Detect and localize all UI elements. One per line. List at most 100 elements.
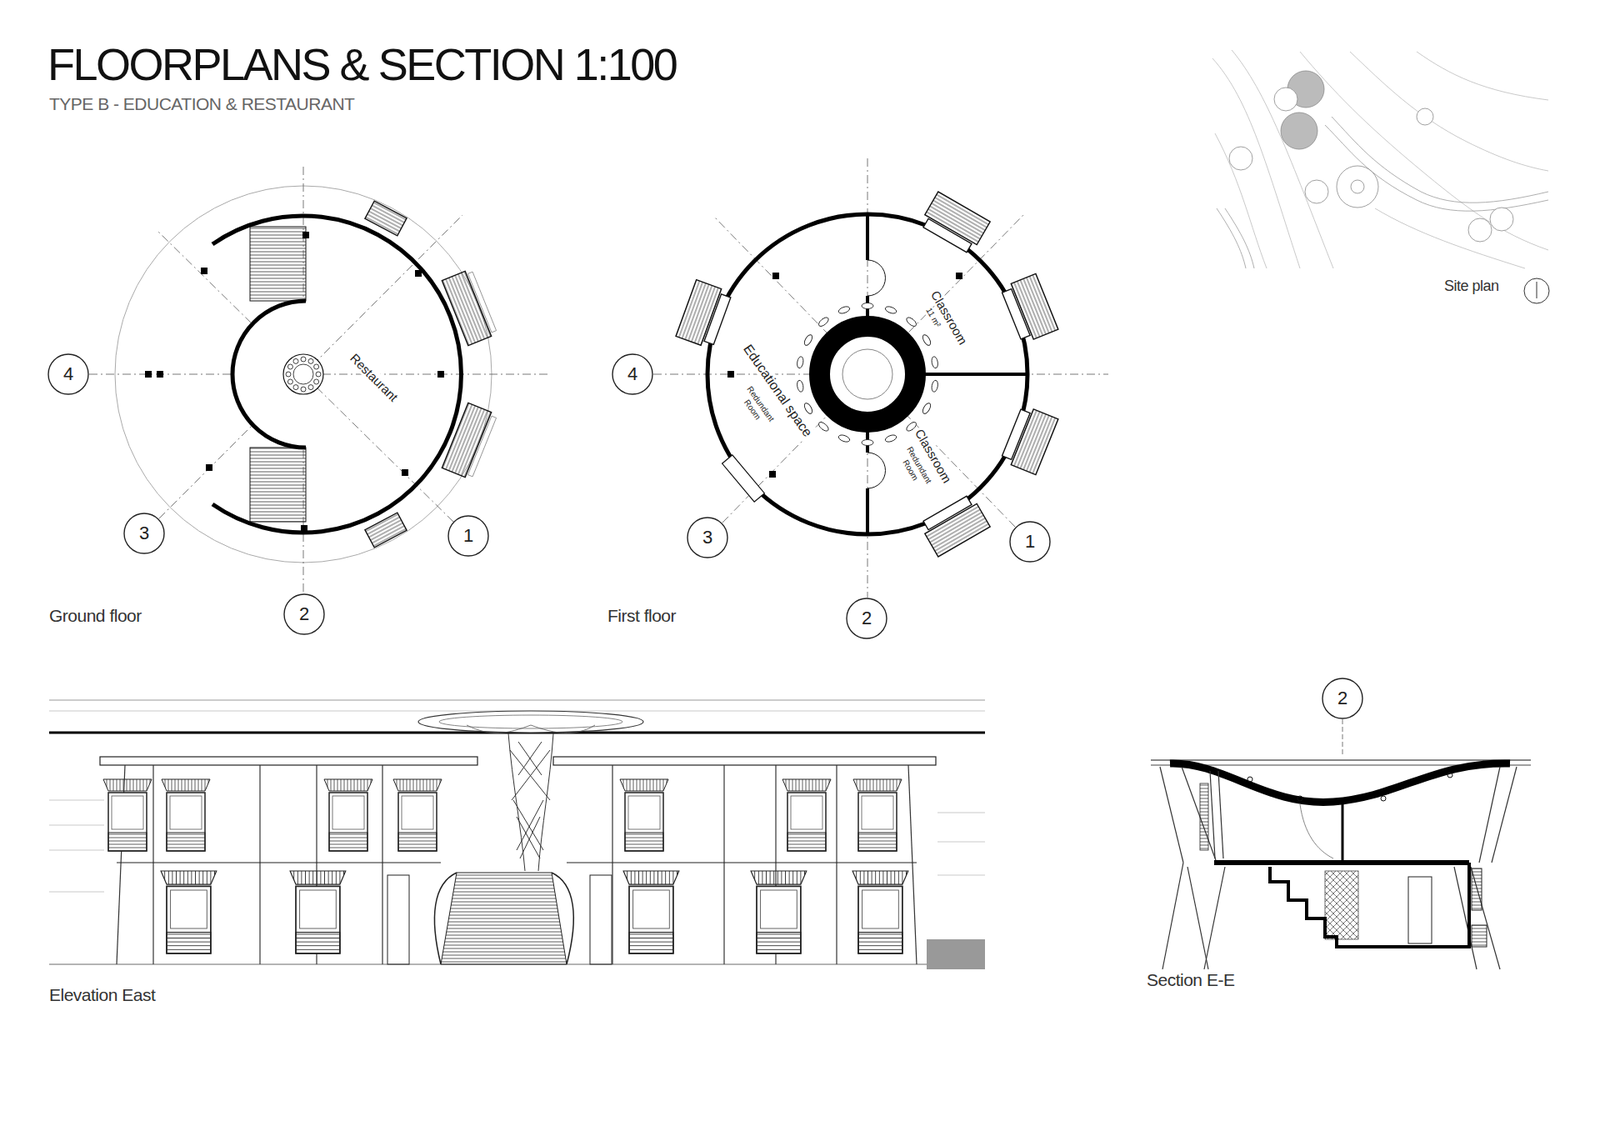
foliage-part (802, 401, 814, 415)
grid-number: 4 (611, 353, 654, 395)
east-elevation-part (439, 715, 623, 729)
drawing-caption: Elevation East (49, 985, 155, 1005)
east-elevation-part (103, 779, 152, 851)
section-legs-part (1491, 766, 1517, 863)
east-elevation-part (466, 725, 595, 733)
section-legs-part (1162, 862, 1184, 970)
foliage-part (796, 355, 805, 369)
column-part (200, 267, 208, 275)
ground-floor-plan-part (212, 215, 461, 533)
section-legs-part (1470, 866, 1500, 970)
column-part (401, 469, 409, 476)
column-part (415, 270, 422, 277)
ground-floor-plan-part (365, 200, 407, 236)
tree-column-part (287, 379, 293, 385)
first-floor-plan-part (707, 214, 1028, 535)
first-floor-plan-part (1000, 405, 1059, 475)
tree-column-part (314, 379, 320, 385)
north-arrow-part (1536, 281, 1538, 299)
east-elevation-part (290, 870, 346, 954)
north-arrow-part (1524, 278, 1550, 304)
grid-lines-part (713, 215, 1015, 527)
drawing-caption: First floor (607, 605, 676, 626)
tree-column-part (293, 358, 299, 364)
bubble-circle (1010, 521, 1050, 562)
first-floor-plan-part (842, 349, 893, 400)
site-plan-part (1212, 58, 1300, 269)
tree-trunk-part (510, 750, 550, 850)
facade-columns (116, 765, 917, 965)
grid-bubble: 3 (686, 516, 729, 559)
ground-floor-plan-part (365, 512, 407, 548)
section-e-e-part (1341, 801, 1345, 863)
east-elevation-part (782, 779, 831, 851)
east-elevation-part (566, 861, 917, 863)
column-part (437, 370, 445, 378)
foliage-part (920, 401, 932, 415)
section-legs-part (1218, 770, 1224, 859)
section-e-e-part (1170, 763, 1510, 803)
east-elevation-part (324, 779, 373, 851)
east-elevation-part (387, 875, 410, 965)
grid-bubble: 4 (611, 353, 654, 395)
east-elevation-part (116, 861, 441, 863)
section-e-e-part (1297, 795, 1303, 801)
facade-columns-part (723, 765, 725, 965)
foliage-part (930, 380, 939, 393)
ground-floor-plan-part (441, 268, 498, 345)
site-plan-part (1225, 208, 1255, 269)
bubble-circle (48, 354, 89, 395)
column-part (145, 370, 152, 378)
foliage-part (920, 333, 932, 347)
section-e-e-part (1200, 783, 1209, 850)
east-elevation-part (623, 870, 680, 954)
section-e-e-part (1471, 925, 1487, 947)
partition-wall-part (865, 214, 870, 260)
east-elevation-part (161, 779, 210, 851)
tree-column-part (300, 356, 306, 362)
site-plan-part (1490, 207, 1514, 231)
ground-floor-plan-part (250, 226, 306, 301)
grid-number: 1 (1009, 520, 1051, 563)
foliage-part (837, 433, 851, 443)
foliage-part (930, 355, 939, 369)
tree-column-part (308, 358, 314, 364)
partition-wall-part (925, 372, 1028, 376)
column-part (302, 231, 310, 239)
foliage (796, 303, 940, 446)
site-plan-part (1350, 51, 1549, 171)
tree-trunk-part (508, 733, 525, 871)
section-e-e-part (1325, 870, 1359, 940)
bubble-circle (448, 515, 489, 556)
foliage-part (802, 333, 814, 347)
foliage-part (884, 433, 898, 443)
tree-trunk (508, 733, 554, 871)
site-plan-part (1375, 208, 1525, 269)
bubble-circle (612, 354, 653, 395)
section-e-e-part (1408, 876, 1432, 944)
east-elevation-part (434, 872, 457, 965)
section-e-e (1150, 719, 1531, 970)
drawing-caption: Site plan (1444, 277, 1500, 295)
site-plan-part (1416, 108, 1434, 125)
east-elevation-part (590, 875, 612, 965)
partition-wall-part (865, 488, 870, 535)
column (145, 231, 445, 532)
east-elevation-part (553, 756, 936, 765)
section-legs-part (1204, 866, 1225, 970)
column-part (205, 464, 213, 471)
section-legs (1160, 766, 1517, 970)
east-elevation-part (100, 756, 478, 765)
east-elevation-part (49, 964, 927, 965)
foliage-part (861, 440, 874, 446)
foliage-part (905, 315, 918, 328)
column-part (156, 370, 164, 378)
facade-columns-part (259, 765, 260, 965)
section-e-e-part (1471, 868, 1482, 910)
east-elevation-part (393, 779, 442, 851)
ground-floor-plan (89, 166, 550, 594)
first-floor-plan-part (1000, 273, 1059, 344)
sheet-title: FLOORPLANS & SECTION 1:100 (47, 38, 676, 90)
